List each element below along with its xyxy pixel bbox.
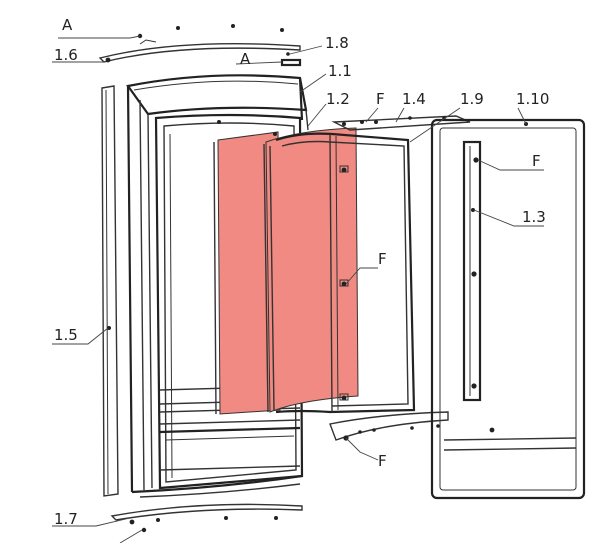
outer-door-part — [430, 118, 586, 500]
label-f-right: F — [532, 152, 541, 170]
label-1-9: 1.9 — [460, 90, 484, 108]
label-f-mid: F — [378, 250, 387, 268]
label-1-7: 1.7 — [54, 510, 78, 528]
label-f-bottom: F — [378, 452, 387, 470]
label-f-top: F — [376, 90, 385, 108]
side-strip-part — [101, 85, 119, 497]
handle-part — [462, 140, 482, 402]
part-labels: A 1.6 1.8 A 1.1 1.2 F 1.4 1.9 1.10 F 1.3… — [54, 16, 549, 528]
door-frame-part — [275, 132, 416, 414]
label-a-top: A — [62, 16, 73, 34]
top-rail-part — [331, 115, 471, 131]
label-1-2: 1.2 — [326, 90, 350, 108]
label-1-6: 1.6 — [54, 46, 78, 64]
label-a-mid: A — [240, 50, 251, 68]
label-1-3: 1.3 — [522, 208, 546, 226]
label-1-1: 1.1 — [328, 62, 352, 80]
leader-lines — [52, 35, 544, 544]
bottom-hinge-part — [110, 503, 303, 533]
top-hinge-part — [98, 24, 301, 63]
bottom-rail-part — [329, 411, 449, 441]
label-1-4: 1.4 — [402, 90, 426, 108]
label-1-10: 1.10 — [516, 90, 549, 108]
hinge-cap-part — [280, 52, 302, 67]
glass-panel-part — [213, 120, 359, 415]
label-1-8: 1.8 — [325, 34, 349, 52]
label-1-5: 1.5 — [54, 326, 78, 344]
